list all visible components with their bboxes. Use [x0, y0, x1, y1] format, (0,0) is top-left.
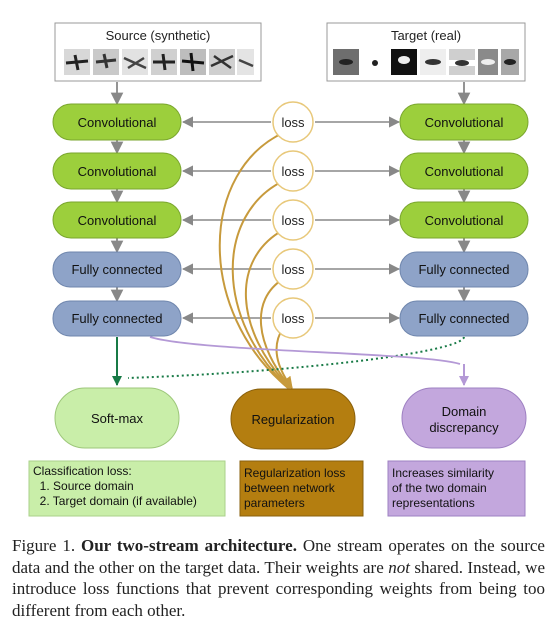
loss-label-1: loss [281, 115, 305, 130]
loss-node-1: loss [272, 101, 314, 143]
source-layers: Convolutional Convolutional Convolutiona… [52, 103, 182, 337]
caption-bold: Our two-stream architecture. [81, 536, 297, 555]
loss-label-4: loss [281, 262, 305, 277]
target-image-strip [333, 49, 519, 75]
target-layer-conv2-label: Convolutional [425, 164, 504, 179]
source-layer-conv3-label: Convolutional [78, 213, 157, 228]
target-layer-fc1: Fully connected [399, 251, 529, 288]
target-layer-conv3-label: Convolutional [425, 213, 504, 228]
source-layer-conv1: Convolutional [52, 103, 182, 141]
regularization-note-line2: between network [244, 481, 336, 495]
softmax-node: Soft-max [54, 387, 180, 449]
domain-note: Increases similarity of the two domain r… [387, 460, 526, 517]
caption-part2: shared. Instead, we introduce loss funct… [12, 557, 545, 620]
output-arrows [112, 336, 469, 386]
target-layer-fc1-label: Fully connected [418, 262, 509, 277]
source-layer-fc1: Fully connected [52, 251, 182, 288]
regularization-note-line3: parameters [244, 496, 305, 510]
domain-label-line1: Domain [442, 404, 487, 419]
target-layers: Convolutional Convolutional Convolutiona… [399, 103, 529, 337]
target-layer-fc2: Fully connected [399, 300, 529, 337]
caption-italic: not [388, 557, 410, 577]
regularization-label: Regularization [251, 412, 334, 427]
domain-note-line3: representations [392, 496, 475, 510]
loss-node-3: loss [272, 199, 314, 241]
classification-note-line3: 2. Target domain (if available) [33, 494, 197, 508]
figure-caption: Figure 1. Our two-stream architecture. O… [12, 535, 545, 621]
regularization-node: Regularization [230, 388, 356, 450]
classification-note-line2: 1. Source domain [33, 479, 134, 493]
loss-link-arrows [181, 116, 401, 324]
source-layer-fc2-label: Fully connected [71, 311, 162, 326]
regularization-curves [218, 131, 293, 389]
source-input-box: Source (synthetic) [54, 22, 262, 82]
source-image-strip [64, 49, 254, 75]
loss-nodes: loss loss loss loss loss [272, 101, 314, 339]
loss-label-5: loss [281, 311, 305, 326]
target-title: Target (real) [391, 28, 461, 43]
caption-prefix: Figure 1. [12, 536, 81, 555]
source-title: Source (synthetic) [106, 28, 211, 43]
domain-label-line2: discrepancy [429, 420, 499, 435]
caption-part1: One stream operates on the source data a… [12, 536, 545, 577]
source-layer-conv1-label: Convolutional [78, 115, 157, 130]
domain-note-line2: of the two domain [392, 481, 487, 495]
domain-discrepancy-node: Domain discrepancy [401, 387, 527, 449]
source-layer-conv2: Convolutional [52, 152, 182, 190]
classification-note: Classification loss: 1. Source domain 2.… [28, 460, 226, 517]
loss-node-2: loss [272, 150, 314, 192]
loss-label-3: loss [281, 213, 305, 228]
target-layer-conv2: Convolutional [399, 152, 529, 190]
source-layer-conv3: Convolutional [52, 201, 182, 239]
classification-note-line1: Classification loss: [33, 464, 132, 478]
loss-node-5: loss [272, 297, 314, 339]
loss-label-2: loss [281, 164, 305, 179]
source-layer-fc1-label: Fully connected [71, 262, 162, 277]
target-layer-fc2-label: Fully connected [418, 311, 509, 326]
target-layer-conv3: Convolutional [399, 201, 529, 239]
domain-note-line1: Increases similarity [392, 466, 494, 480]
target-layer-conv1: Convolutional [399, 103, 529, 141]
target-input-box: Target (real) [326, 22, 526, 82]
softmax-label: Soft-max [91, 411, 144, 426]
source-layer-fc2: Fully connected [52, 300, 182, 337]
architecture-diagram: Source (synthetic) Target (real) [28, 22, 529, 517]
regularization-note: Regularization loss between network para… [239, 460, 364, 517]
target-layer-conv1-label: Convolutional [425, 115, 504, 130]
loss-node-4: loss [272, 248, 314, 290]
regularization-note-line1: Regularization loss [244, 466, 345, 480]
source-layer-conv2-label: Convolutional [78, 164, 157, 179]
